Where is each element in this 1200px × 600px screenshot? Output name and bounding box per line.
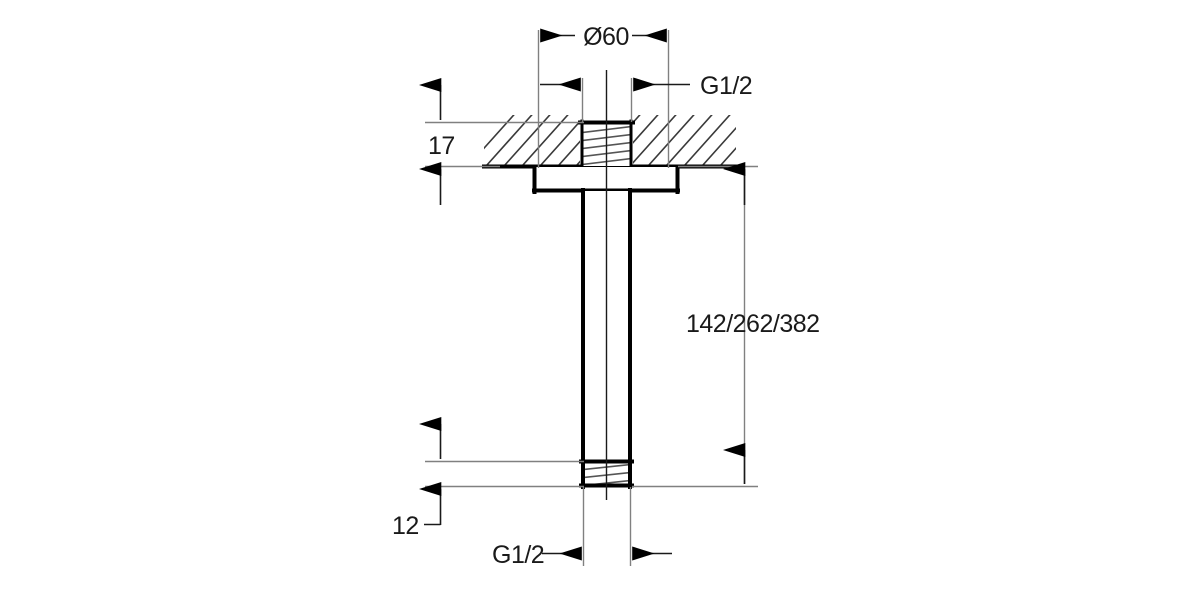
dimension-label-ceiling-to-flange: 17 [428,132,455,160]
dimension-top-thread-size: G1/2 [540,72,753,122]
dimension-arm-length: 142/262/382 [632,161,820,488]
dimension-label-bottom-thread: G1/2 [492,541,544,569]
dimension-label-top-thread: G1/2 [700,72,752,100]
dimension-label-flange-diameter: Ø60 [583,23,629,51]
dimension-flange-diameter: Ø60 [537,23,670,168]
dimension-ceiling-to-flange: 17 [418,77,584,205]
dimension-label-bottom-thread-length: 12 [392,512,419,540]
dimension-bottom-thread-length: 12 [392,416,584,540]
dimension-label-arm-length: 142/262/382 [686,310,820,338]
dimension-bottom-thread-size: G1/2 [492,487,672,569]
